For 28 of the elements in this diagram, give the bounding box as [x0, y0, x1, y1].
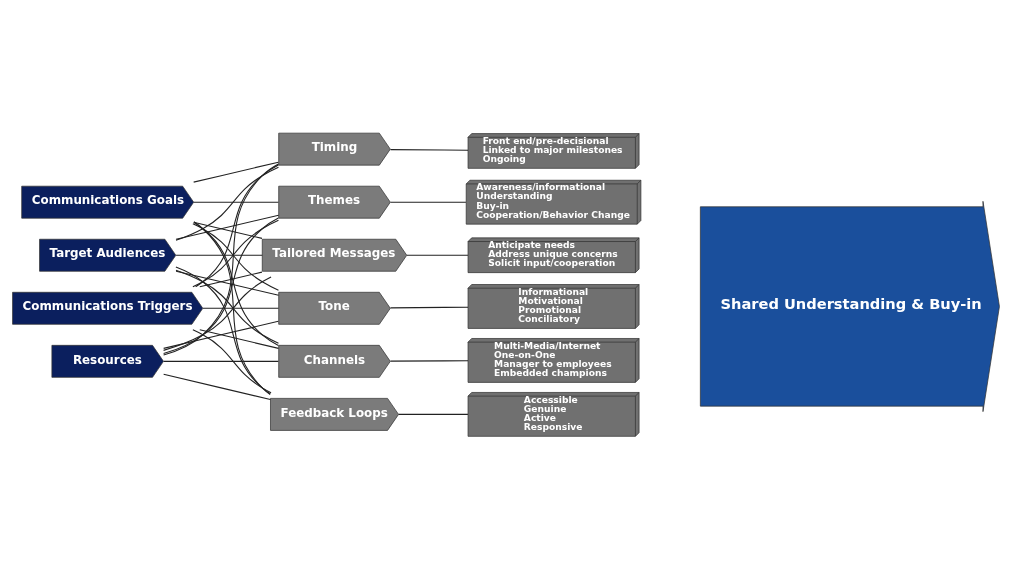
connector [193, 221, 279, 346]
connector [163, 360, 279, 362]
connector [193, 220, 271, 395]
connector [175, 266, 271, 394]
connector [175, 254, 263, 256]
connector [163, 162, 279, 355]
connector [199, 328, 280, 349]
connector [175, 214, 280, 240]
connector [193, 161, 279, 183]
connector [398, 413, 469, 415]
connector [192, 328, 272, 393]
connector [163, 217, 279, 354]
connector [193, 221, 263, 239]
connector [175, 270, 280, 296]
connector [389, 306, 469, 308]
connector [175, 166, 280, 241]
connector [199, 271, 263, 287]
connector [406, 254, 469, 256]
connector [202, 307, 280, 309]
connector [389, 148, 469, 151]
connector [163, 320, 279, 349]
connector [163, 275, 272, 351]
connector [389, 359, 469, 362]
connector [389, 201, 467, 203]
connector [163, 373, 271, 400]
connector [175, 269, 280, 344]
connector [195, 164, 279, 287]
connector [193, 201, 279, 203]
